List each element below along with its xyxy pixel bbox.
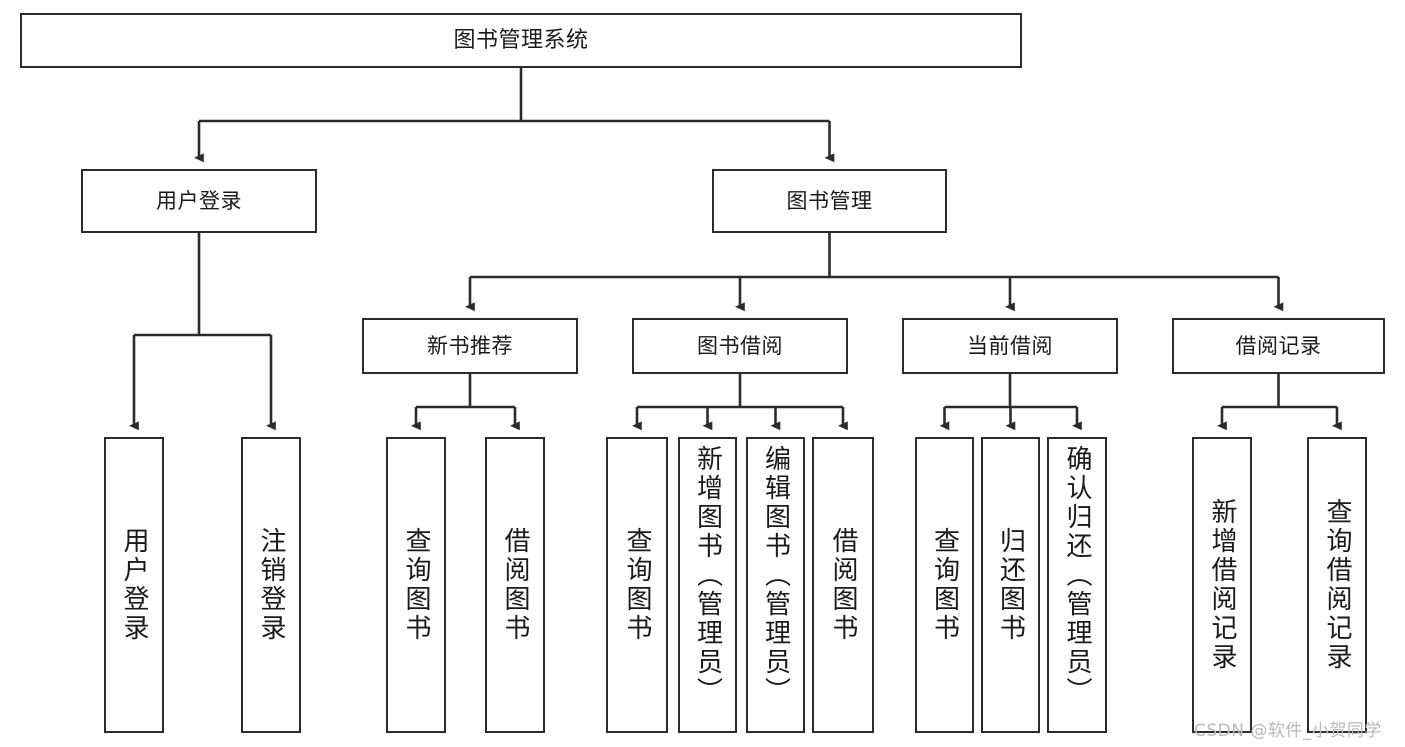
node-label: 新增图书（管理员） bbox=[692, 445, 723, 706]
node-l-cu-ack[interactable]: 确认归还（管理员） bbox=[1047, 437, 1107, 733]
node-label: 借阅记录 bbox=[1235, 333, 1322, 358]
node-login[interactable]: 用户登录 bbox=[81, 169, 317, 233]
node-label: 查询图书 bbox=[401, 527, 431, 643]
node-label: 新增借阅记录 bbox=[1207, 498, 1237, 672]
node-l-nb-query[interactable]: 查询图书 bbox=[386, 437, 446, 733]
node-l-login[interactable]: 用户登录 bbox=[104, 437, 164, 733]
node-l-bo-query[interactable]: 查询图书 bbox=[606, 437, 668, 733]
node-label: 借阅图书 bbox=[500, 527, 530, 643]
node-label: 借阅图书 bbox=[828, 527, 858, 643]
node-l-re-query[interactable]: 查询借阅记录 bbox=[1307, 437, 1367, 733]
node-l-cu-query[interactable]: 查询图书 bbox=[915, 437, 974, 733]
node-l-nb-borrow[interactable]: 借阅图书 bbox=[485, 437, 545, 733]
node-label: 编辑图书（管理员） bbox=[760, 445, 791, 706]
node-label: 查询图书 bbox=[622, 527, 652, 643]
node-records[interactable]: 借阅记录 bbox=[1172, 318, 1385, 374]
node-label: 查询图书 bbox=[929, 527, 960, 643]
node-label: 用户登录 bbox=[156, 188, 242, 213]
node-l-bo-edit[interactable]: 编辑图书（管理员） bbox=[746, 437, 805, 733]
node-label: 图书管理系统 bbox=[453, 27, 589, 53]
node-l-re-add[interactable]: 新增借阅记录 bbox=[1192, 437, 1252, 733]
node-l-bo-add[interactable]: 新增图书（管理员） bbox=[678, 437, 737, 733]
node-l-bo-lend[interactable]: 借阅图书 bbox=[812, 437, 874, 733]
node-label: 新书推荐 bbox=[427, 333, 513, 358]
node-label: 当前借阅 bbox=[967, 333, 1053, 358]
node-root[interactable]: 图书管理系统 bbox=[20, 13, 1022, 68]
node-bookmgmt[interactable]: 图书管理 bbox=[712, 169, 947, 233]
node-l-logout[interactable]: 注销登录 bbox=[241, 437, 301, 733]
node-label: 用户登录 bbox=[119, 527, 149, 643]
node-label: 确认归还（管理员） bbox=[1062, 445, 1092, 706]
node-l-cu-return[interactable]: 归还图书 bbox=[981, 437, 1040, 733]
csdn-watermark: CSDN @软件_小贺同学 bbox=[1194, 721, 1382, 741]
node-label: 注销登录 bbox=[256, 527, 286, 643]
node-newbook[interactable]: 新书推荐 bbox=[362, 318, 578, 374]
node-label: 查询借阅记录 bbox=[1322, 498, 1352, 672]
node-borrow[interactable]: 图书借阅 bbox=[632, 318, 848, 374]
node-label: 图书管理 bbox=[786, 188, 873, 213]
node-label: 归还图书 bbox=[995, 527, 1026, 643]
node-label: 图书借阅 bbox=[697, 333, 783, 358]
node-current[interactable]: 当前借阅 bbox=[902, 318, 1118, 374]
